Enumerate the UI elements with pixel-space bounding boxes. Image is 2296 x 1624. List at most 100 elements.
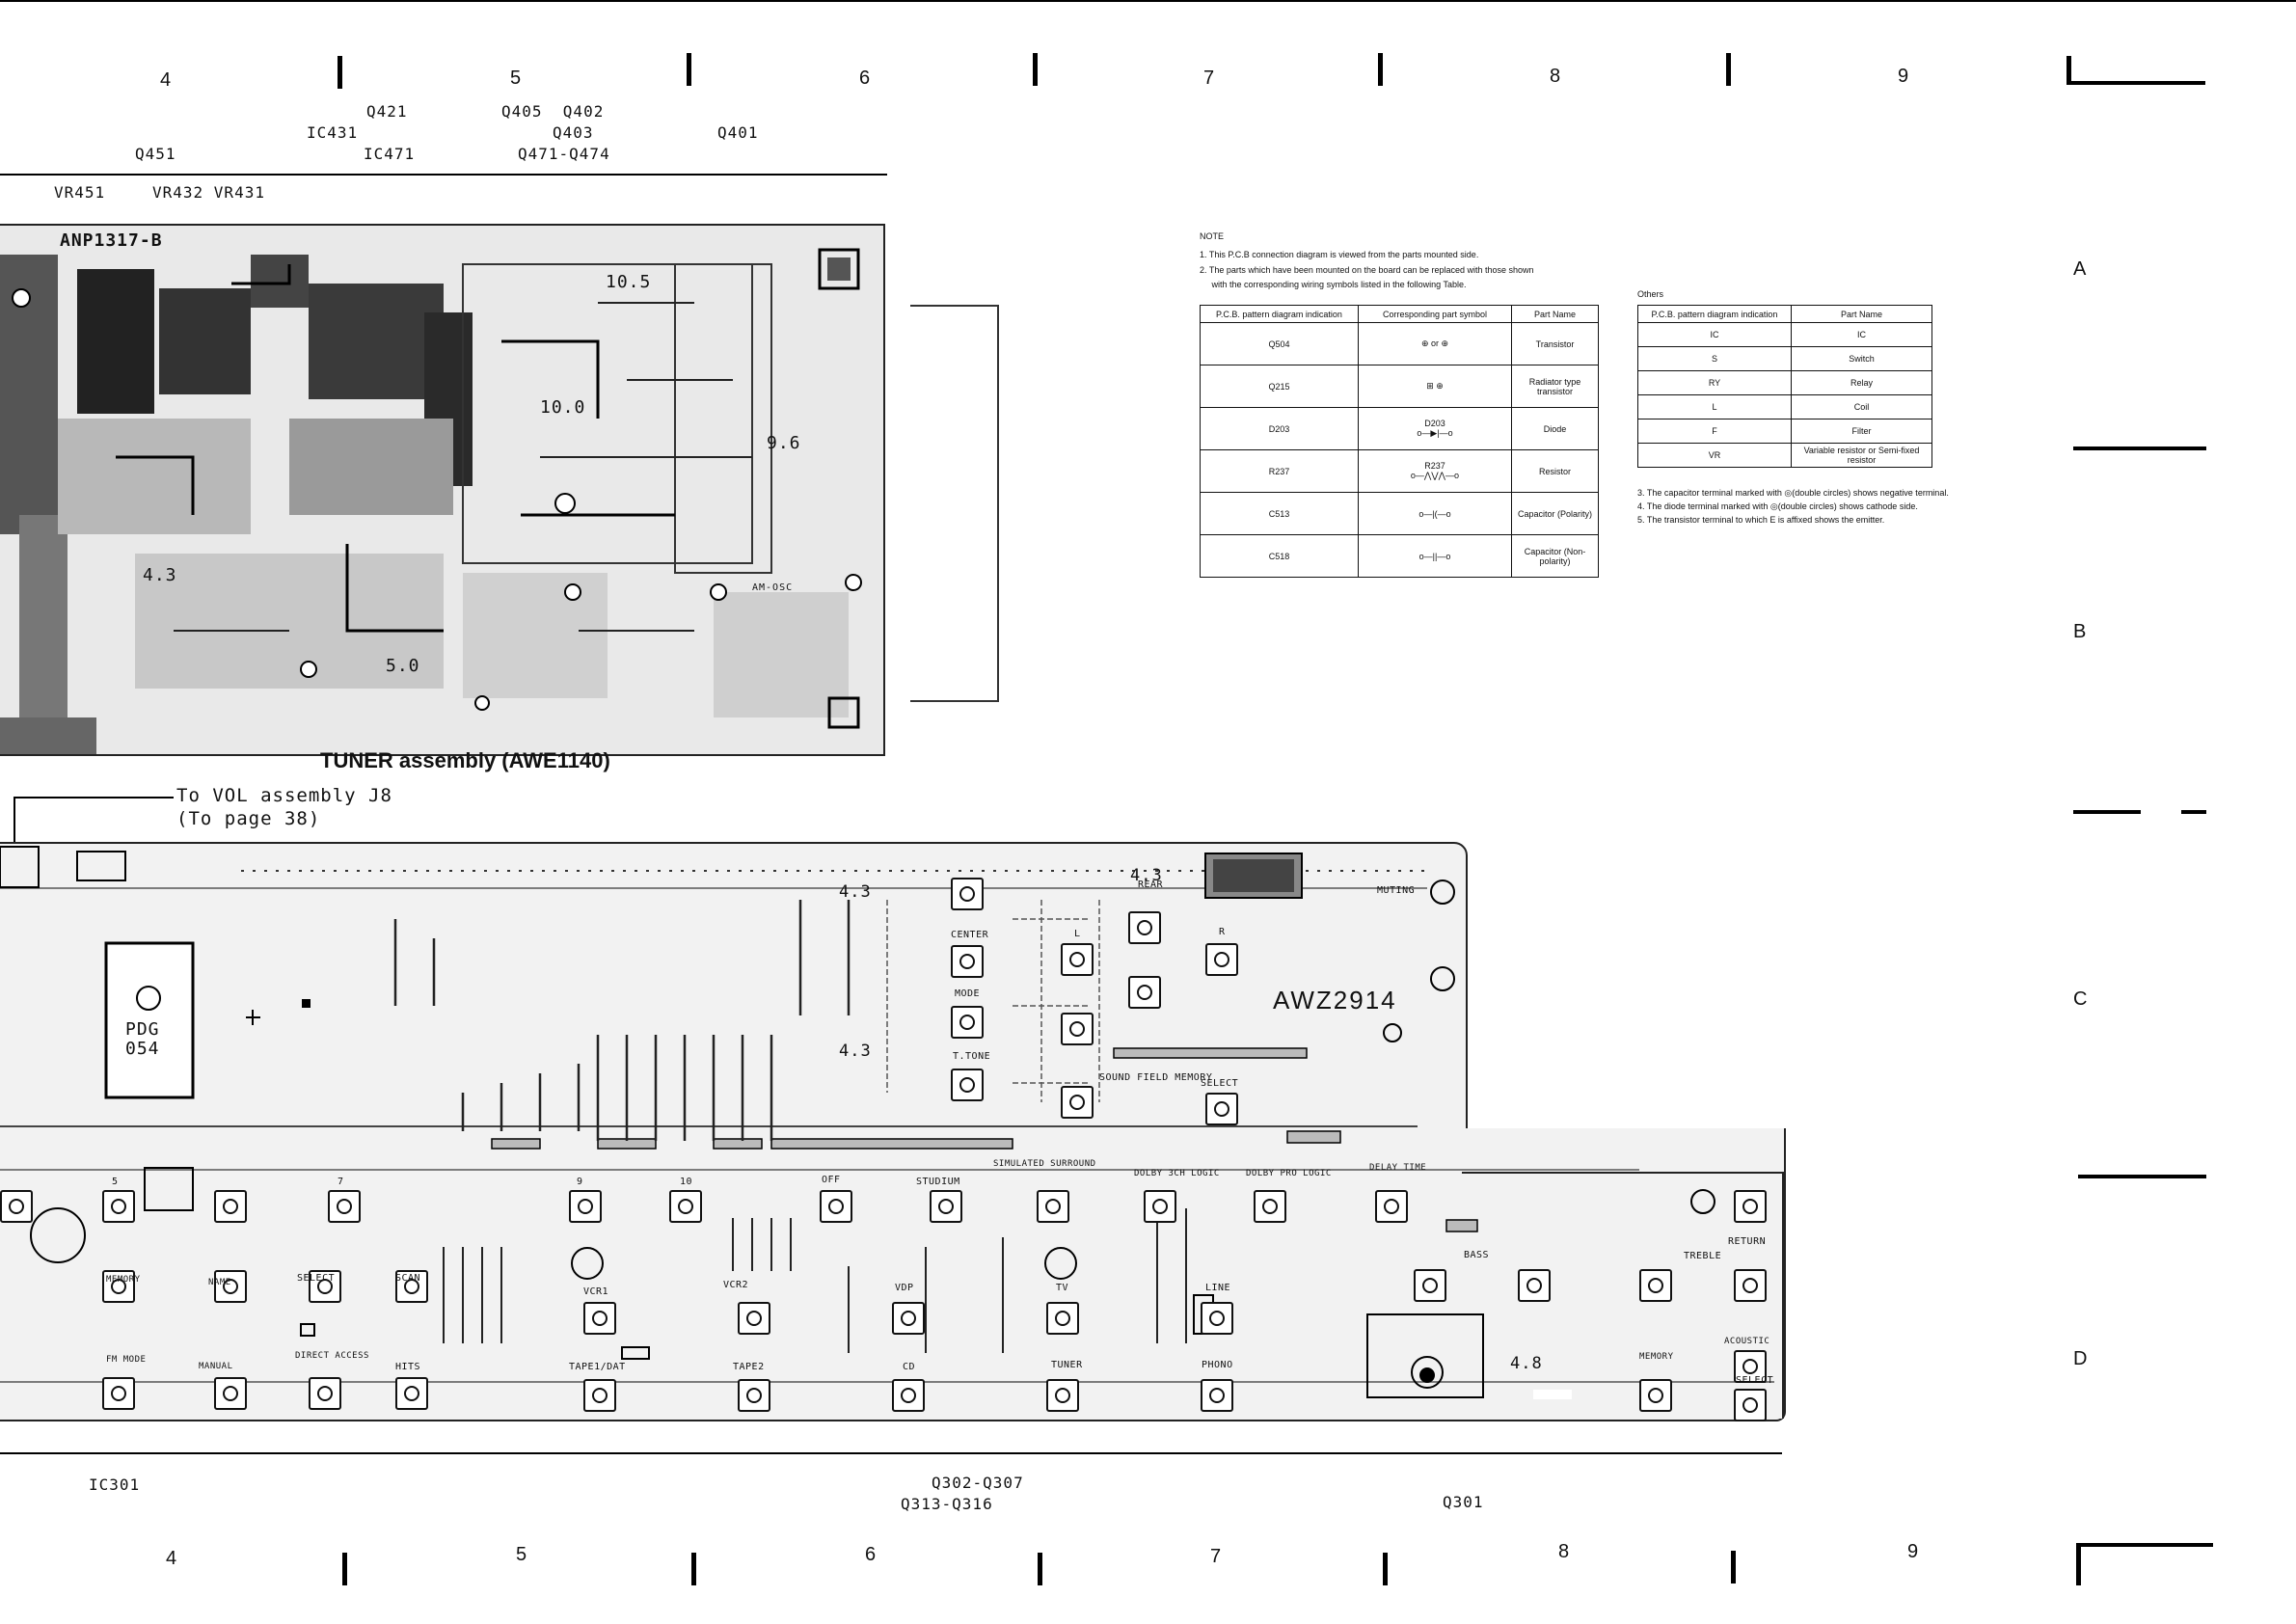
switch-5[interactable] bbox=[102, 1190, 135, 1223]
switch-delay-time[interactable] bbox=[1375, 1190, 1408, 1223]
cell-name: Resistor bbox=[1511, 449, 1599, 493]
switch-4[interactable] bbox=[0, 1190, 33, 1223]
switch-vcr1[interactable] bbox=[583, 1302, 616, 1335]
switch-10[interactable] bbox=[669, 1190, 702, 1223]
switch-tape1-dat[interactable] bbox=[583, 1379, 616, 1412]
zone-divider bbox=[2078, 1175, 2206, 1178]
label-studium: STUDIUM bbox=[916, 1177, 960, 1187]
switch-treble-down[interactable] bbox=[1639, 1269, 1672, 1302]
switch-tape2[interactable] bbox=[738, 1379, 770, 1412]
cell: Coil bbox=[1791, 394, 1932, 420]
switch-bass-down[interactable] bbox=[1414, 1269, 1446, 1302]
part-ref: IC471 bbox=[364, 145, 416, 163]
label-memory: MEMORY bbox=[106, 1275, 141, 1285]
cell: VR bbox=[1637, 443, 1792, 468]
corner-mark-bottom bbox=[2076, 1543, 2081, 1585]
switch-hits[interactable] bbox=[395, 1377, 428, 1410]
grid-tick bbox=[1731, 1551, 1736, 1583]
switch-l[interactable] bbox=[1061, 943, 1094, 976]
switch-direct-access[interactable] bbox=[309, 1377, 341, 1410]
cell-name: Radiator type transistor bbox=[1511, 365, 1599, 408]
grid-row-d: D bbox=[2073, 1348, 2088, 1369]
grid-row-b: B bbox=[2073, 621, 2087, 642]
cell-name: Diode bbox=[1511, 407, 1599, 450]
switch-rear-3[interactable] bbox=[1061, 1013, 1094, 1045]
grid-row-a: A bbox=[2073, 258, 2087, 280]
switch-dolby-pro[interactable] bbox=[1254, 1190, 1286, 1223]
switch-memory-sf[interactable] bbox=[1061, 1086, 1094, 1119]
cell: IC bbox=[1791, 322, 1932, 347]
switch-rear-2[interactable] bbox=[1128, 976, 1161, 1009]
switch-7[interactable] bbox=[328, 1190, 361, 1223]
table-header: P.C.B. pattern diagram indication bbox=[1637, 305, 1792, 323]
grid-tick bbox=[691, 1553, 696, 1585]
cell-pcb: R237 bbox=[1268, 466, 1290, 476]
grid-tick bbox=[1383, 1553, 1388, 1585]
switch-memory-2[interactable] bbox=[1639, 1379, 1672, 1412]
label-vdp: VDP bbox=[895, 1283, 914, 1293]
diode-icon: o—▶|—o bbox=[1417, 428, 1453, 438]
switch-select-sf[interactable] bbox=[1205, 1093, 1238, 1125]
label-tape2: TAPE2 bbox=[733, 1362, 765, 1372]
grid-tick bbox=[1378, 53, 1383, 86]
switch-s302[interactable] bbox=[951, 878, 984, 910]
switch-off[interactable] bbox=[820, 1190, 852, 1223]
label-off: OFF bbox=[822, 1175, 841, 1185]
switch-manual[interactable] bbox=[214, 1377, 247, 1410]
switch-bass-up[interactable] bbox=[1518, 1269, 1551, 1302]
switch-rear[interactable] bbox=[1128, 911, 1161, 944]
corner-mark-top-h bbox=[2066, 81, 2205, 85]
label-muting: MUTING bbox=[1377, 885, 1416, 896]
label-mode: MODE bbox=[955, 988, 981, 999]
cell-pcb: Q215 bbox=[1268, 381, 1290, 392]
label-bass: BASS bbox=[1464, 1250, 1490, 1260]
switch-memory[interactable] bbox=[102, 1270, 135, 1303]
label-vcr1: VCR1 bbox=[583, 1286, 609, 1297]
switch-return[interactable] bbox=[1734, 1190, 1767, 1223]
switch-vcr2[interactable] bbox=[738, 1302, 770, 1335]
switch-treble-up[interactable] bbox=[1734, 1269, 1767, 1302]
switch-tv[interactable] bbox=[1046, 1302, 1079, 1335]
label-phono: PHONO bbox=[1202, 1360, 1233, 1370]
table-row: C513 o—|(—o Capacitor (Polarity) bbox=[1200, 492, 1599, 535]
switch-scan[interactable] bbox=[395, 1270, 428, 1303]
switch-dolby-3ch[interactable] bbox=[1144, 1190, 1176, 1223]
cell: IC bbox=[1637, 322, 1792, 347]
label-9: 9 bbox=[577, 1177, 583, 1187]
label-rear: REAR bbox=[1138, 880, 1164, 890]
switch-fm-mode[interactable] bbox=[102, 1377, 135, 1410]
switch-studium[interactable] bbox=[930, 1190, 962, 1223]
switch-s304[interactable] bbox=[951, 1006, 984, 1039]
note-item-1: 1. This P.C.B connection diagram is view… bbox=[1200, 250, 1479, 259]
switch-9[interactable] bbox=[569, 1190, 602, 1223]
switch-s305[interactable] bbox=[951, 1069, 984, 1101]
switch-6[interactable] bbox=[214, 1190, 247, 1223]
label-tv: TV bbox=[1056, 1283, 1069, 1293]
switch-s303[interactable] bbox=[951, 945, 984, 978]
part-ref: IC301 bbox=[89, 1475, 141, 1494]
switch-phono[interactable] bbox=[1201, 1379, 1233, 1412]
switch-r[interactable] bbox=[1205, 943, 1238, 976]
label-name: NAME bbox=[208, 1278, 231, 1287]
label-fm-mode: FM MODE bbox=[106, 1355, 147, 1365]
switch-select-2[interactable] bbox=[1734, 1389, 1767, 1421]
footnote-3: 3. The capacitor terminal marked with ◎(… bbox=[1637, 488, 1949, 498]
switch-name[interactable] bbox=[214, 1270, 247, 1303]
grid-tick bbox=[1033, 53, 1038, 86]
voltage-4-3-b: 4.3 bbox=[1130, 866, 1163, 885]
switch-select[interactable] bbox=[309, 1270, 341, 1303]
switch-simulated-surround[interactable] bbox=[1037, 1190, 1069, 1223]
cell-pcb: C513 bbox=[1268, 508, 1290, 519]
switch-vdp[interactable] bbox=[892, 1302, 925, 1335]
grid-col-bottom-5: 5 bbox=[516, 1544, 527, 1565]
tuner-assembly-title: TUNER assembly (AWE1140) bbox=[320, 748, 610, 772]
switch-cd[interactable] bbox=[892, 1379, 925, 1412]
part-ref: Q302-Q307 bbox=[932, 1474, 1024, 1492]
switch-line[interactable] bbox=[1201, 1302, 1233, 1335]
switch-acoustic[interactable] bbox=[1734, 1350, 1767, 1383]
switch-tuner[interactable] bbox=[1046, 1379, 1079, 1412]
